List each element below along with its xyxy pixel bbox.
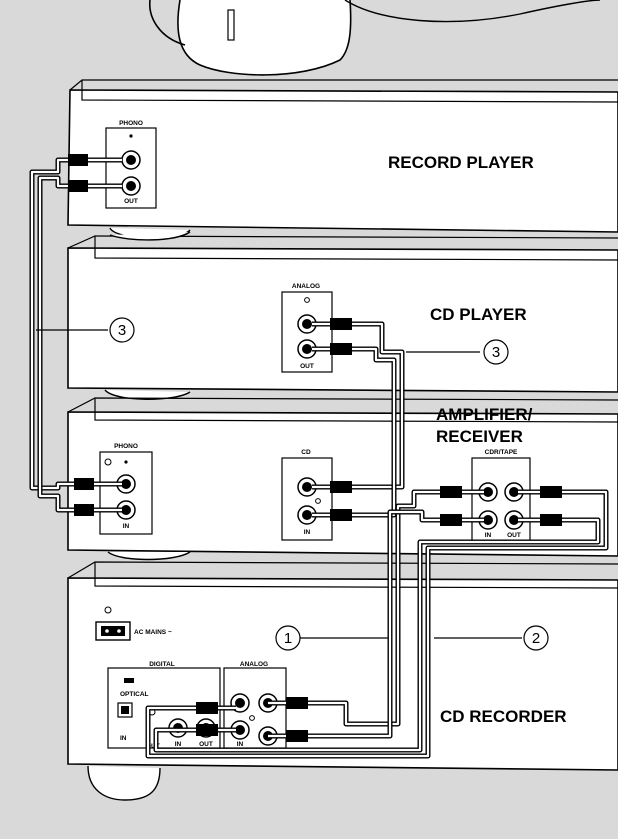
cd-player-analog-panel: ANALOG OUT <box>281 283 333 373</box>
cable-1-record <box>268 486 484 742</box>
amp-cdr-in-label: IN <box>485 532 492 539</box>
recorder-analog-label: ANALOG <box>240 661 268 668</box>
record-player-phono-panel: PHONO OUT <box>105 120 157 209</box>
callout-3-left: 3 <box>36 317 135 343</box>
amplifier-label-line1: AMPLIFIER/ <box>436 405 533 424</box>
phono-label-top: PHONO <box>119 120 143 127</box>
callout-1-number: 1 <box>284 630 292 647</box>
optical-label: OPTICAL <box>120 691 149 698</box>
amplifier-label-line2: RECEIVER <box>436 427 523 446</box>
callout-2-number: 2 <box>532 630 540 647</box>
analog-cd-out-label: OUT <box>300 363 314 370</box>
amp-cd-panel: CD IN <box>281 449 333 541</box>
digital-label: DIGITAL <box>149 661 175 668</box>
digital-in-label-2: IN <box>175 741 182 748</box>
cable-3-cd <box>312 318 405 521</box>
amp-cdr-tape-label: CDR/TAPE <box>485 449 518 456</box>
amp-cdr-tape-panel: CDR/TAPE IN OUT <box>471 449 531 543</box>
turntable-top-fragment <box>149 0 601 76</box>
analog-label-cd: ANALOG <box>292 283 320 290</box>
digital-out-label: OUT <box>146 743 160 750</box>
cd-player-unit <box>67 231 618 400</box>
cable-2-play <box>145 486 609 759</box>
callout-2: 2 <box>434 625 549 651</box>
recorder-analog-in-label: IN <box>237 741 244 748</box>
record-player-label: RECORD PLAYER <box>388 153 534 172</box>
optical-in-label: IN <box>120 735 127 742</box>
callout-3-right: 3 <box>406 339 509 365</box>
cable-3-phono <box>29 154 122 516</box>
digital-out-label-2: OUT <box>199 741 213 748</box>
phono-out-label: OUT <box>124 198 138 205</box>
amp-phono-in-label: IN <box>123 523 130 530</box>
amp-phono-label: PHONO <box>114 443 138 450</box>
callout-3-left-number: 3 <box>118 322 126 339</box>
recorder-ac-mains: AC MAINS ~ <box>95 606 172 641</box>
ac-mains-label: AC MAINS ~ <box>134 629 172 636</box>
cd-player-label: CD PLAYER <box>430 305 527 324</box>
callout-1: 1 <box>275 625 388 651</box>
amp-phono-panel: PHONO IN <box>99 443 153 535</box>
callout-3-right-number: 3 <box>492 344 500 361</box>
cd-recorder-label: CD RECORDER <box>440 707 567 726</box>
amp-cd-label: CD <box>301 449 311 456</box>
amp-cd-in-label: IN <box>304 529 311 536</box>
amp-cdr-out-label: OUT <box>507 532 521 539</box>
